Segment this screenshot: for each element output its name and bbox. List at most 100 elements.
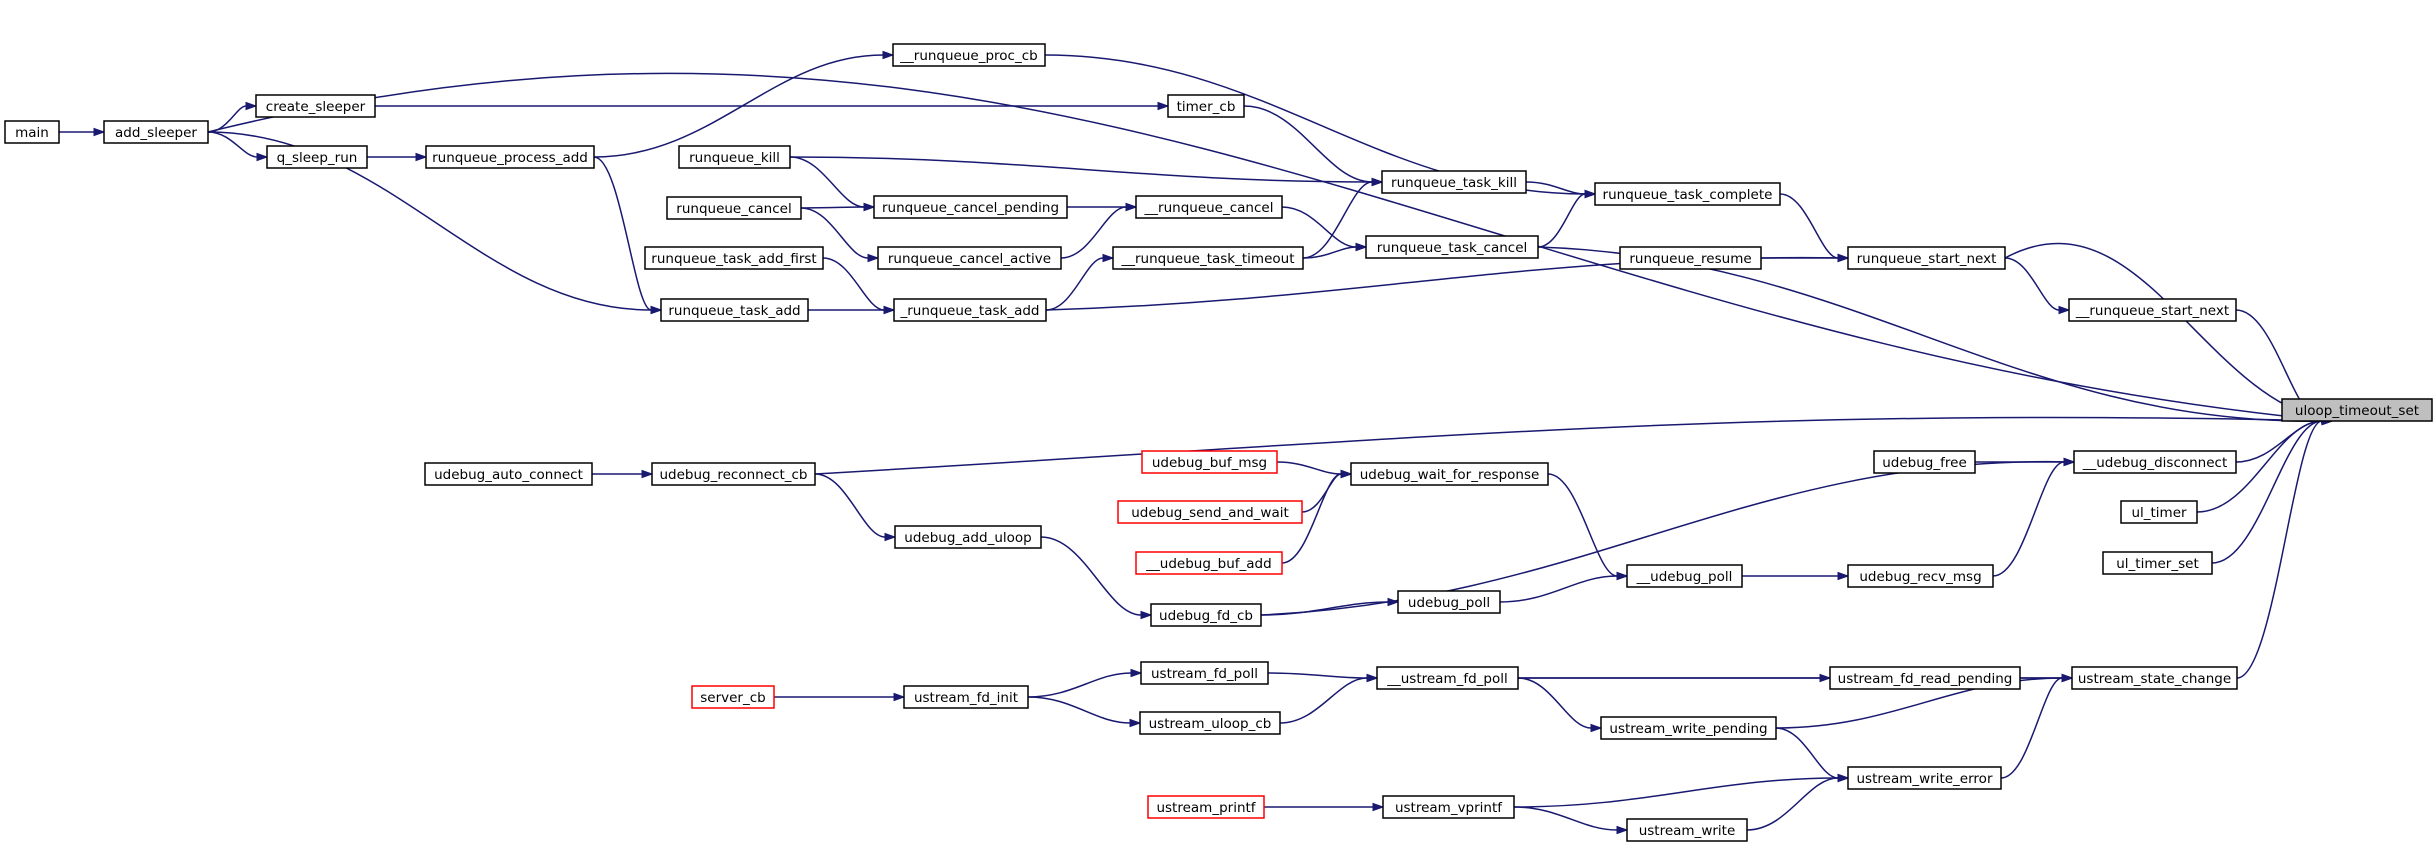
node-udebug-fd-cb[interactable]: udebug_fd_cb bbox=[1150, 603, 1262, 627]
node-label: timer_cb bbox=[1177, 99, 1236, 115]
node-box bbox=[1397, 590, 1501, 614]
node-udebug-disconnect[interactable]: __udebug_disconnect bbox=[2073, 450, 2237, 474]
edge-ustream-fd-poll-to-ustream-fd-poll bbox=[1267, 672, 1368, 679]
node-ul-timer-set[interactable]: ul_timer_set bbox=[2102, 551, 2213, 575]
node-box bbox=[2071, 666, 2238, 690]
node-runqueue-cancel-pending[interactable]: runqueue_cancel_pending bbox=[873, 195, 1068, 219]
node-server-cb[interactable]: server_cb bbox=[691, 685, 775, 709]
node-runqueue-start-next[interactable]: runqueue_start_next bbox=[1847, 246, 2006, 270]
node-ustream-fd-poll[interactable]: __ustream_fd_poll bbox=[1376, 666, 1519, 690]
node-ul-timer[interactable]: ul_timer bbox=[2120, 500, 2198, 524]
arrowhead bbox=[1140, 610, 1153, 620]
arrowhead bbox=[1837, 773, 1850, 783]
node-runqueue-cancel[interactable]: __runqueue_cancel bbox=[1135, 195, 1283, 219]
node-udebug-free[interactable]: udebug_free bbox=[1873, 450, 1976, 474]
node-ustream-printf[interactable]: ustream_printf bbox=[1147, 795, 1265, 819]
node-udebug-reconnect-cb[interactable]: udebug_reconnect_cb bbox=[651, 462, 816, 486]
node-box bbox=[1381, 170, 1527, 194]
edge-udebug-reconnect-cb-to-uloop-timeout-set bbox=[814, 416, 2323, 475]
node-udebug-auto-connect[interactable]: udebug_auto_connect bbox=[424, 462, 593, 486]
node-ustream-write-error[interactable]: ustream_write_error bbox=[1847, 766, 2002, 790]
arrowhead bbox=[893, 692, 906, 702]
arrowhead bbox=[1340, 469, 1353, 479]
node-runqueue-proc-cb[interactable]: __runqueue_proc_cb bbox=[892, 43, 1046, 67]
edge-ul-timer-set-to-uloop-timeout-set bbox=[2211, 420, 2323, 564]
node-label: ustream_write_pending bbox=[1609, 721, 1767, 737]
node-box bbox=[1117, 500, 1303, 524]
node-label: ustream_fd_read_pending bbox=[1838, 671, 2013, 687]
edge-runqueue-task-timeout-to-runqueue-task-kill bbox=[1302, 181, 1373, 259]
node-runqueue-task-add[interactable]: _runqueue_task_add bbox=[893, 298, 1047, 322]
node-runqueue-task-kill[interactable]: runqueue_task_kill bbox=[1381, 170, 1527, 194]
node-runqueue-task-add-first[interactable]: runqueue_task_add_first bbox=[644, 246, 824, 270]
edge-add-sleeper-to-create-sleeper bbox=[207, 105, 247, 133]
node-label: udebug_auto_connect bbox=[434, 467, 583, 483]
node-create-sleeper[interactable]: create_sleeper bbox=[255, 94, 376, 118]
node-box bbox=[255, 94, 376, 118]
edge-runqueue-start-next-to-uloop-timeout-set bbox=[2004, 242, 2323, 420]
node-udebug-add-uloop[interactable]: udebug_add_uloop bbox=[894, 525, 1042, 549]
node-runqueue-kill[interactable]: runqueue_kill bbox=[678, 145, 791, 169]
edge-runqueue-task-timeout-to-runqueue-task-cancel bbox=[1302, 246, 1357, 259]
arrowhead bbox=[1355, 242, 1368, 252]
node-udebug-wait-for-response[interactable]: udebug_wait_for_response bbox=[1350, 462, 1549, 486]
node-ustream-write-pending[interactable]: ustream_write_pending bbox=[1600, 716, 1777, 740]
node-label: uloop_timeout_set bbox=[2295, 403, 2419, 419]
node-udebug-send-and-wait[interactable]: udebug_send_and_wait bbox=[1117, 500, 1303, 524]
edge-udebug-wait-for-response-to-udebug-poll bbox=[1547, 473, 1618, 577]
edge-ustream-fd-init-to-ustream-fd-poll bbox=[1027, 672, 1132, 698]
edge-ul-timer-to-uloop-timeout-set bbox=[2196, 420, 2323, 513]
node-timer-cb[interactable]: timer_cb bbox=[1167, 94, 1245, 118]
node-label: __runqueue_proc_cb bbox=[899, 48, 1037, 64]
node-label: runqueue_resume bbox=[1629, 251, 1751, 267]
node-udebug-buf-msg[interactable]: udebug_buf_msg bbox=[1141, 450, 1278, 474]
edge-runqueue-task-complete-to-runqueue-start-next bbox=[1779, 193, 1839, 259]
node-runqueue-cancel-active[interactable]: runqueue_cancel_active bbox=[877, 246, 1062, 270]
edge-udebug-buf-add-to-udebug-wait-for-response bbox=[1281, 473, 1342, 564]
node-q-sleep-run[interactable]: q_sleep_run bbox=[266, 145, 368, 169]
node-runqueue-cancel[interactable]: runqueue_cancel bbox=[666, 196, 802, 220]
node-ustream-fd-init[interactable]: ustream_fd_init bbox=[903, 685, 1029, 709]
edge-udebug-reconnect-cb-to-udebug-add-uloop bbox=[814, 473, 886, 538]
node-add-sleeper[interactable]: add_sleeper bbox=[103, 120, 209, 144]
node-box bbox=[4, 120, 60, 144]
node-runqueue-resume[interactable]: runqueue_resume bbox=[1619, 246, 1762, 270]
node-label: udebug_reconnect_cb bbox=[660, 467, 808, 483]
node-box bbox=[2102, 551, 2213, 575]
node-ustream-state-change[interactable]: ustream_state_change bbox=[2071, 666, 2238, 690]
arrowhead bbox=[2063, 457, 2076, 467]
node-runqueue-task-timeout[interactable]: __runqueue_task_timeout bbox=[1112, 246, 1304, 270]
node-main[interactable]: main bbox=[4, 120, 60, 144]
node-uloop-timeout-set[interactable]: uloop_timeout_set bbox=[2281, 398, 2433, 422]
node-runqueue-task-add[interactable]: runqueue_task_add bbox=[660, 298, 809, 322]
node-ustream-fd-poll[interactable]: ustream_fd_poll bbox=[1140, 661, 1269, 685]
node-udebug-recv-msg[interactable]: udebug_recv_msg bbox=[1847, 564, 1994, 588]
node-box bbox=[1365, 235, 1539, 259]
node-label: runqueue_task_kill bbox=[1391, 175, 1517, 191]
edge-udebug-fd-cb-to-udebug-poll bbox=[1260, 601, 1389, 616]
node-ustream-fd-read-pending[interactable]: ustream_fd_read_pending bbox=[1829, 666, 2021, 690]
node-box bbox=[2068, 298, 2237, 322]
node-udebug-buf-add[interactable]: __udebug_buf_add bbox=[1135, 551, 1283, 575]
node-udebug-poll[interactable]: udebug_poll bbox=[1397, 590, 1501, 614]
node-label: runqueue_start_next bbox=[1857, 251, 1997, 267]
arrowhead bbox=[1372, 802, 1385, 812]
node-label: udebug_fd_cb bbox=[1159, 608, 1253, 624]
node-runqueue-task-cancel[interactable]: runqueue_task_cancel bbox=[1365, 235, 1539, 259]
edge-runqueue-cancel-to-runqueue-cancel-active bbox=[800, 207, 869, 259]
edge-ustream-write-to-ustream-write-error bbox=[1746, 777, 1839, 831]
edge-ustream-fd-init-to-ustream-uloop-cb bbox=[1027, 696, 1131, 724]
node-ustream-uloop-cb[interactable]: ustream_uloop_cb bbox=[1139, 711, 1281, 735]
node-runqueue-start-next[interactable]: __runqueue_start_next bbox=[2068, 298, 2237, 322]
node-label: runqueue_process_add bbox=[432, 150, 588, 166]
node-label: udebug_add_uloop bbox=[904, 530, 1031, 546]
node-udebug-poll[interactable]: __udebug_poll bbox=[1626, 564, 1743, 588]
call-graph-nodes: main add_sleeper create_sleeper q_sleep_run… bbox=[4, 43, 2433, 842]
edge-runqueue-kill-to-runqueue-cancel-pending bbox=[789, 156, 865, 208]
node-runqueue-process-add[interactable]: runqueue_process_add bbox=[425, 145, 595, 169]
node-ustream-write[interactable]: ustream_write bbox=[1626, 818, 1748, 842]
node-ustream-vprintf[interactable]: ustream_vprintf bbox=[1382, 795, 1515, 819]
node-runqueue-task-complete[interactable]: runqueue_task_complete bbox=[1594, 182, 1781, 206]
arrowhead bbox=[1371, 177, 1384, 187]
